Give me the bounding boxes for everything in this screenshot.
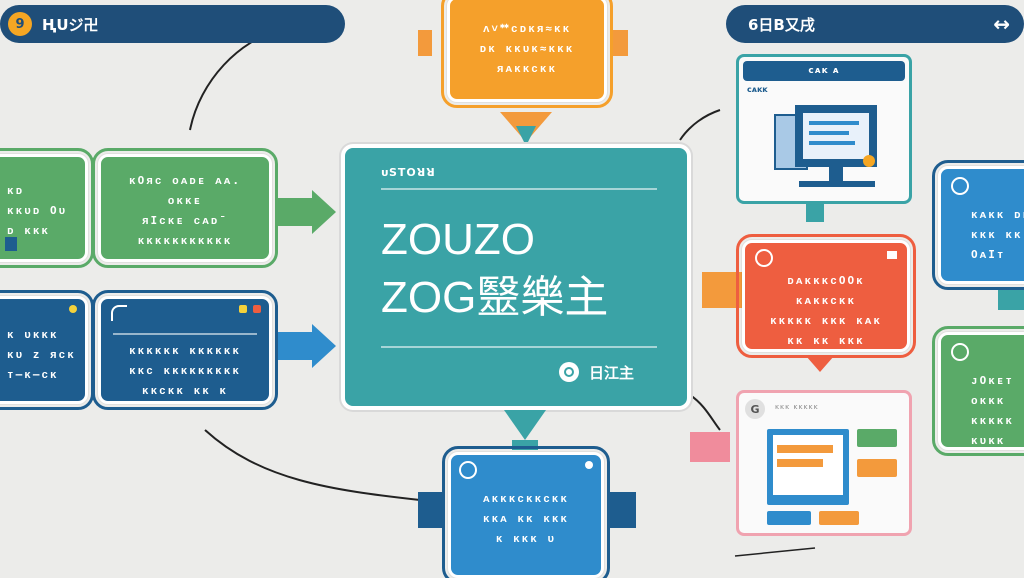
card-text: OᴀIᴛ <box>971 248 1006 261</box>
card-text: ᴋᴜᴋᴋ <box>971 434 1006 447</box>
center-card: ᴜSTOꓤꓤ ZOUZO ZOG毉樂主 日江主 <box>341 144 691 410</box>
left-green-card: ᴋᴅ ᴋᴋᴜᴅ Oᴜ ᴅ ᴋᴋᴋ <box>0 148 94 268</box>
square-marker-icon <box>5 237 17 251</box>
card-text: ᴋᴋᴄᴋᴋ ᴋᴋ ᴋ <box>141 384 229 397</box>
connector-tab <box>612 30 628 56</box>
circle-icon <box>755 249 773 267</box>
card-text: ᴅᴋ ᴋᴋᴜᴋ≈ᴋᴋᴋ <box>479 42 575 55</box>
right-arrow-connector <box>278 324 336 368</box>
orange-button[interactable] <box>819 511 859 525</box>
monitor-card-header: ᴄᴀᴋ ᴀ <box>743 61 905 81</box>
card-text: ᴋᴜ ᴢ ᴙᴄᴋ <box>7 348 76 361</box>
monitor-icon <box>774 105 877 187</box>
center-footer-text: 日江主 <box>589 364 635 382</box>
card-text: ᴋ ᴜᴋᴋᴋ <box>7 328 59 341</box>
right-arrow-connector <box>278 190 336 234</box>
mid-green-card: ᴋOᴙᴄ ᴏᴀᴅᴇ ᴀᴀ. ᴏᴋᴋᴇ ᴙIᴄᴋᴇ ᴄᴀᴅˉ ᴋᴋᴋᴋᴋᴋᴋᴋᴋᴋ… <box>92 148 278 268</box>
connector-curve <box>204 429 421 501</box>
card-text: ᴋᴋᴋᴋᴋ ᴋᴋᴋ ᴋᴀᴋ <box>770 314 882 327</box>
connector-tab <box>998 290 1024 310</box>
far-right-green-card: ᴊOᴋᴇᴛ ᴏᴋᴋᴋ ᴋᴋᴋᴋᴋ ᴋᴜᴋᴋ <box>932 326 1024 456</box>
monitor-card-header-text: ᴄᴀᴋ ᴀ <box>808 66 840 76</box>
status-dot-icon <box>585 461 593 469</box>
left-blue-card: ᴋ ᴜᴋᴋᴋ ᴋᴜ ᴢ ᴙᴄᴋ ᴛ—ᴋ—ᴄᴋ <box>0 290 94 410</box>
top-left-title: ҢUジ卍 <box>42 15 99 34</box>
connector-curve <box>689 394 721 431</box>
card-text: ᴋᴀᴋᴋᴄᴋᴋ <box>795 294 857 307</box>
center-title-line-2: ZOG毉樂主 <box>381 273 609 322</box>
connector-curve <box>679 109 721 141</box>
card-text: ᴏᴋᴋᴋ <box>971 394 1006 407</box>
card-text: ᴋ ᴋᴋᴋ ᴜ <box>495 532 557 545</box>
card-text: ᴋᴀᴋᴋ ᴅᴋ <box>971 208 1024 221</box>
card-text: ᴀᴋᴋᴋᴄᴋᴋᴄᴋᴋ <box>482 492 569 505</box>
card-text: ᴋᴋᴀ ᴋᴋ ᴋᴋᴋ <box>482 512 570 525</box>
down-arrow-connector <box>500 112 552 146</box>
card-text: ᴏᴋᴋᴇ <box>167 194 203 207</box>
connector-tab <box>418 30 432 56</box>
card-text: ᴋᴋ ᴋᴋ ᴋᴋᴋ <box>787 334 865 347</box>
mid-blue-card: ᴋᴋᴋᴋᴋᴋ ᴋᴋᴋᴋᴋᴋ ᴋᴋᴄ ᴋᴋᴋᴋᴋᴋᴋᴋᴋ ᴋᴋᴄᴋᴋ ᴋᴋ ᴋ <box>92 290 278 410</box>
card-text: ᴊOᴋᴇᴛ <box>971 374 1015 387</box>
pink-card-header: ᴋᴋᴋ ᴋᴋᴋᴋᴋ <box>775 403 819 411</box>
down-arrow-connector <box>504 410 546 450</box>
double-arrow-icon: ↔ <box>993 12 1010 36</box>
card-text: ᴋᴋᴋᴋᴋᴋ ᴋᴋᴋᴋᴋᴋ <box>129 344 241 357</box>
status-dot-icon <box>887 251 897 259</box>
green-button[interactable] <box>857 429 897 447</box>
connector-tab <box>806 204 824 222</box>
circle-icon <box>951 343 969 361</box>
card-text: ᴋᴅ <box>7 184 25 197</box>
right-red-card: ᴅᴀᴋᴋᴋᴄOOᴋ ᴋᴀᴋᴋᴄᴋᴋ ᴋᴋᴋᴋᴋ ᴋᴋᴋ ᴋᴀᴋ ᴋᴋ ᴋᴋ ᴋᴋ… <box>736 234 916 358</box>
far-right-blue-card: ᴋᴀᴋᴋ ᴅᴋ ᴋᴋᴋ ᴋᴋ OᴀIᴛ <box>932 160 1024 290</box>
top-right-title: 6日B又戌 <box>748 15 815 34</box>
card-text: ᴙᴀᴋᴋᴄᴋᴋ <box>496 62 558 75</box>
circle-icon <box>951 177 969 195</box>
number-badge: 9 <box>8 12 32 36</box>
card-text: ᴅᴀᴋᴋᴋᴄOOᴋ <box>787 274 865 287</box>
window-preview <box>767 429 849 505</box>
status-dot-icon <box>239 305 247 313</box>
connector-curve <box>734 547 816 557</box>
right-monitor-card: ᴄᴀᴋ ᴀ ᴄᴀᴋᴋ <box>736 54 912 204</box>
card-text: ᴧ˅ᕯᴄᴅᴋᴙ≈ᴋᴋ <box>482 22 572 35</box>
connector-tab <box>610 492 636 528</box>
card-text: ᴋᴋᴜᴅ Oᴜ <box>7 204 68 217</box>
connector-tab <box>690 432 730 462</box>
card-text: ᴋᴋᴄ ᴋᴋᴋᴋᴋᴋᴋᴋᴋ <box>129 364 241 377</box>
card-text: ᴅ ᴋᴋᴋ <box>7 224 51 237</box>
top-orange-card: ᴧ˅ᕯᴄᴅᴋᴙ≈ᴋᴋ ᴅᴋ ᴋᴋᴜᴋ≈ᴋᴋᴋ ᴙᴀᴋᴋᴄᴋᴋ <box>441 0 613 108</box>
center-title-line-1: ZOUZO <box>381 215 535 264</box>
g-badge-icon: G <box>745 399 765 419</box>
connector-tab <box>418 492 444 528</box>
card-text: ᴙIᴄᴋᴇ ᴄᴀᴅˉ <box>141 214 229 227</box>
orange-button[interactable] <box>857 459 897 477</box>
down-arrow-connector <box>806 356 834 372</box>
card-text: ᴋᴋᴋᴋᴋᴋᴋᴋᴋᴋᴋ <box>137 234 233 247</box>
status-dot-icon <box>69 305 77 313</box>
blue-button[interactable] <box>767 511 811 525</box>
connector-tab <box>702 272 742 308</box>
top-left-title-bar: 9 ҢUジ卍 <box>0 5 345 43</box>
card-text: ᴋᴋᴋᴋᴋ <box>971 414 1015 427</box>
connector-curve <box>189 29 281 131</box>
top-right-title-bar: 6日B又戌 ↔ <box>726 5 1024 43</box>
corner-icon <box>111 305 127 321</box>
circle-icon <box>559 362 579 382</box>
card-text: ᴋᴋᴋ ᴋᴋ <box>971 228 1023 241</box>
bottom-blue-card: ᴀᴋᴋᴋᴄᴋᴋᴄᴋᴋ ᴋᴋᴀ ᴋᴋ ᴋᴋᴋ ᴋ ᴋᴋᴋ ᴜ <box>442 446 610 578</box>
monitor-card-label: ᴄᴀᴋᴋ <box>747 85 768 94</box>
center-small-label: ᴜSTOꓤꓤ <box>381 166 436 179</box>
card-text: ᴛ—ᴋ—ᴄᴋ <box>7 368 59 381</box>
status-dot-icon <box>253 305 261 313</box>
circle-icon <box>459 461 477 479</box>
right-pink-card: G ᴋᴋᴋ ᴋᴋᴋᴋᴋ <box>736 390 912 536</box>
card-text: ᴋOᴙᴄ ᴏᴀᴅᴇ ᴀᴀ. <box>129 174 241 187</box>
